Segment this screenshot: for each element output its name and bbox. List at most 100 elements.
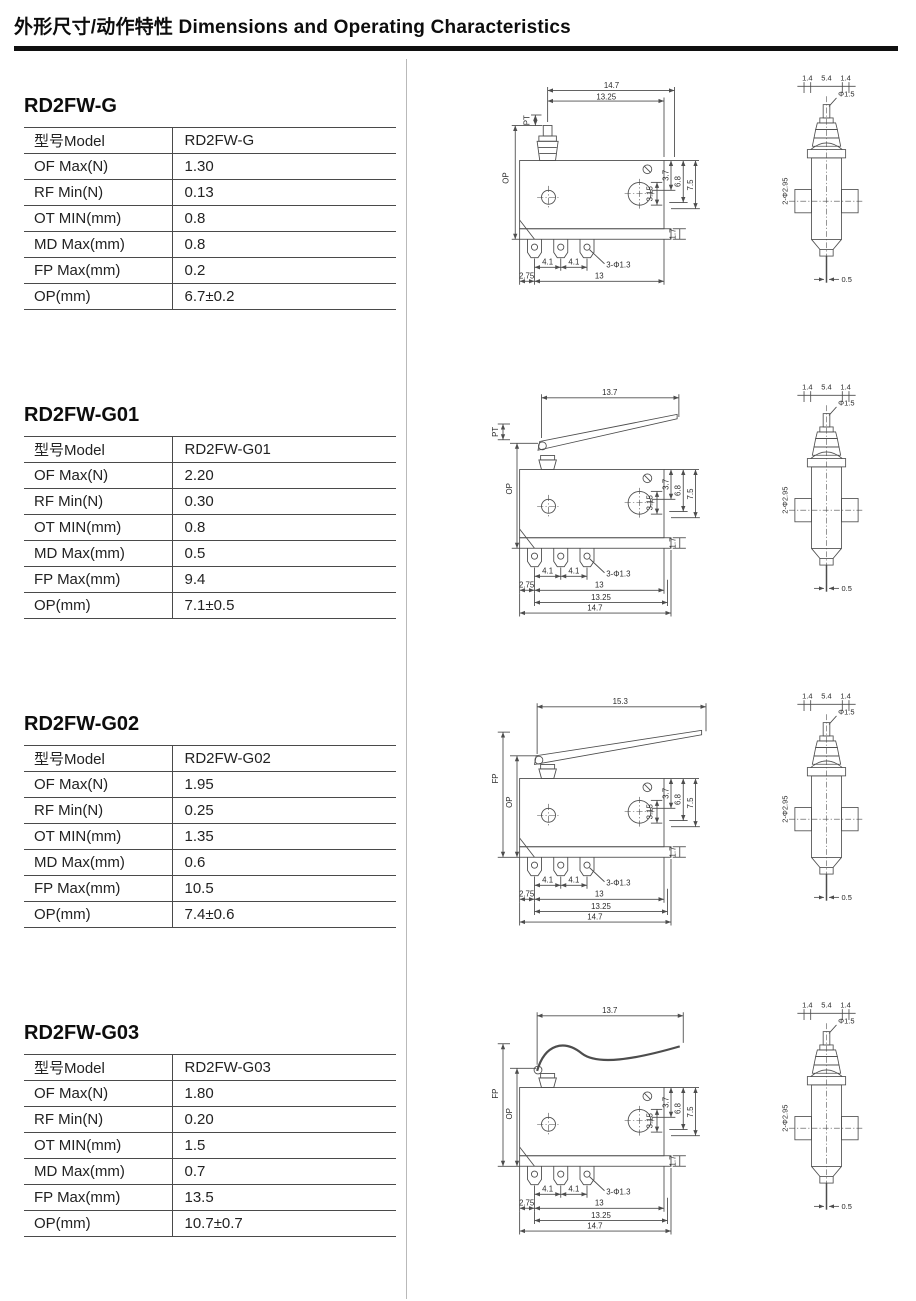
dim-label: 2.75 — [519, 890, 535, 899]
spec-row: OP(mm)6.7±0.2 — [24, 283, 396, 310]
dim-label: Φ1.5 — [838, 89, 854, 98]
dim-label: 6.8 — [674, 793, 683, 805]
spec-value-cell: 0.20 — [172, 1106, 396, 1133]
dim-label: 0.5 — [841, 275, 851, 284]
spec-label-cell: OP(mm) — [24, 1210, 173, 1237]
end-view-drawing: 1.4 5.4 1.4 Φ1.5 2-Φ2.95 0.5 — [780, 691, 889, 902]
end-view-drawing: 1.4 5.4 1.4 Φ1.5 2-Φ2.95 0.5 — [780, 73, 889, 284]
op-label: OP — [501, 172, 510, 183]
dim-label: 13.25 — [596, 92, 616, 101]
dim-label: 15.3 — [613, 697, 629, 706]
side-view-drawing: 13.7 PT OP 3.7 3.15 6.8 7.5 1.7 4.1 4.1 … — [491, 388, 734, 627]
dim-label: 1.4 — [840, 691, 850, 700]
dimension-labels: 13.7 PT OP 3.7 3.15 6.8 7.5 1.7 4.1 4.1 … — [491, 388, 695, 612]
spec-row: OP(mm)10.7±0.7 — [24, 1210, 396, 1237]
pt-label: PT — [522, 115, 531, 125]
dim-label: 7.5 — [686, 797, 695, 809]
model-title: RD2FW-G — [24, 95, 117, 117]
spec-row: OT MIN(mm)0.8 — [24, 205, 396, 232]
dim-label: 4.1 — [568, 876, 579, 885]
spec-value-cell: 1.5 — [172, 1132, 396, 1159]
dim-label: 1.4 — [802, 73, 812, 82]
dimension-lines — [497, 394, 680, 549]
dimension-labels: 13.7 FP OP 3.7 3.15 6.8 7.5 1.7 4.1 4.1 … — [491, 1006, 695, 1230]
dim-label: 0.5 — [841, 1202, 851, 1211]
long-hinge-lever-actuator — [533, 729, 703, 779]
spec-value-cell: 7.1±0.5 — [172, 592, 396, 619]
dim-label: 1.4 — [840, 73, 850, 82]
spec-row: FP Max(mm)9.4 — [24, 566, 396, 593]
dim-label: 2-Φ2.95 — [780, 1105, 789, 1132]
dim-label: 7.5 — [686, 488, 695, 500]
dim-label: 2-Φ2.95 — [780, 487, 789, 514]
model-title: RD2FW-G02 — [24, 713, 140, 735]
dim-label: 2-Φ2.95 — [780, 178, 789, 205]
spec-value-cell: 0.8 — [172, 231, 396, 258]
spec-row: OP(mm)7.1±0.5 — [24, 592, 396, 619]
spec-row: FP Max(mm)0.2 — [24, 257, 396, 284]
spec-value-cell: 1.95 — [172, 771, 396, 798]
dim-label: Φ1.5 — [838, 707, 854, 716]
spec-row: MD Max(mm)0.7 — [24, 1158, 396, 1185]
dim-label: 5.4 — [821, 73, 831, 82]
spec-value-cell: 0.8 — [172, 205, 396, 232]
spec-label-cell: RF Min(N) — [24, 797, 173, 824]
dim-label: Φ1.5 — [838, 398, 854, 407]
spec-value-cell: 1.30 — [172, 153, 396, 180]
dim-label: 4.1 — [542, 567, 553, 576]
spec-row: OP(mm)7.4±0.6 — [24, 901, 396, 928]
dimension-lines — [511, 87, 675, 240]
spec-value-cell: 6.7±0.2 — [172, 283, 396, 310]
dimension-lines — [497, 703, 707, 858]
dim-label: 3.15 — [646, 1112, 655, 1128]
dim-label: 2.75 — [519, 581, 535, 590]
spec-label-cell: OF Max(N) — [24, 462, 173, 489]
dim-label: 3.7 — [661, 170, 670, 181]
spec-row: MD Max(mm)0.6 — [24, 849, 396, 876]
spec-value-cell: 10.7±0.7 — [172, 1210, 396, 1237]
spec-value-cell: RD2FW-G01 — [172, 436, 396, 463]
dim-label: 14.7 — [587, 603, 602, 612]
dimension-labels: 1.4 5.4 1.4 Φ1.5 2-Φ2.95 0.5 — [780, 382, 854, 592]
spec-value-cell: 0.2 — [172, 257, 396, 284]
dim-label: 13 — [595, 581, 604, 590]
spec-label-cell: RF Min(N) — [24, 1106, 173, 1133]
dim-label: 13 — [595, 272, 604, 281]
spec-row: FP Max(mm)10.5 — [24, 875, 396, 902]
pin-plunger-actuator — [536, 125, 559, 161]
dim-label: 4.1 — [568, 567, 579, 576]
dim-label: 5.4 — [821, 382, 831, 391]
dim-label: 3-Φ1.3 — [606, 878, 631, 887]
spec-row: RF Min(N)0.25 — [24, 797, 396, 824]
spec-row: OT MIN(mm)0.8 — [24, 514, 396, 541]
spec-label-cell: RF Min(N) — [24, 179, 173, 206]
spec-row: RF Min(N)0.30 — [24, 488, 396, 515]
pt-label: PT — [491, 427, 500, 437]
spec-value-cell: RD2FW-G — [172, 127, 396, 154]
end-view-drawing: 1.4 5.4 1.4 Φ1.5 2-Φ2.95 0.5 — [780, 1000, 889, 1211]
spec-row: OF Max(N)1.95 — [24, 771, 396, 798]
dim-label: 0.5 — [841, 893, 851, 902]
dim-label: 13 — [595, 890, 604, 899]
spec-row: OF Max(N)2.20 — [24, 462, 396, 489]
dim-label: Φ1.5 — [838, 1016, 854, 1025]
dim-label: 4.1 — [542, 258, 553, 267]
dim-label: 1.4 — [840, 1000, 850, 1009]
spec-value-cell: 9.4 — [172, 566, 396, 593]
spec-row: OT MIN(mm)1.5 — [24, 1132, 396, 1159]
side-view-drawing: 13.7 FP OP 3.7 3.15 6.8 7.5 1.7 4.1 4.1 … — [491, 1006, 734, 1245]
spec-value-cell: 7.4±0.6 — [172, 901, 396, 928]
spec-label-cell: OT MIN(mm) — [24, 514, 173, 541]
spec-label-cell: OT MIN(mm) — [24, 205, 173, 232]
spec-label-cell: OF Max(N) — [24, 153, 173, 180]
spec-label-cell: FP Max(mm) — [24, 257, 173, 284]
spec-label-cell: 型号Model — [24, 436, 173, 463]
spec-value-cell: RD2FW-G03 — [172, 1054, 396, 1081]
